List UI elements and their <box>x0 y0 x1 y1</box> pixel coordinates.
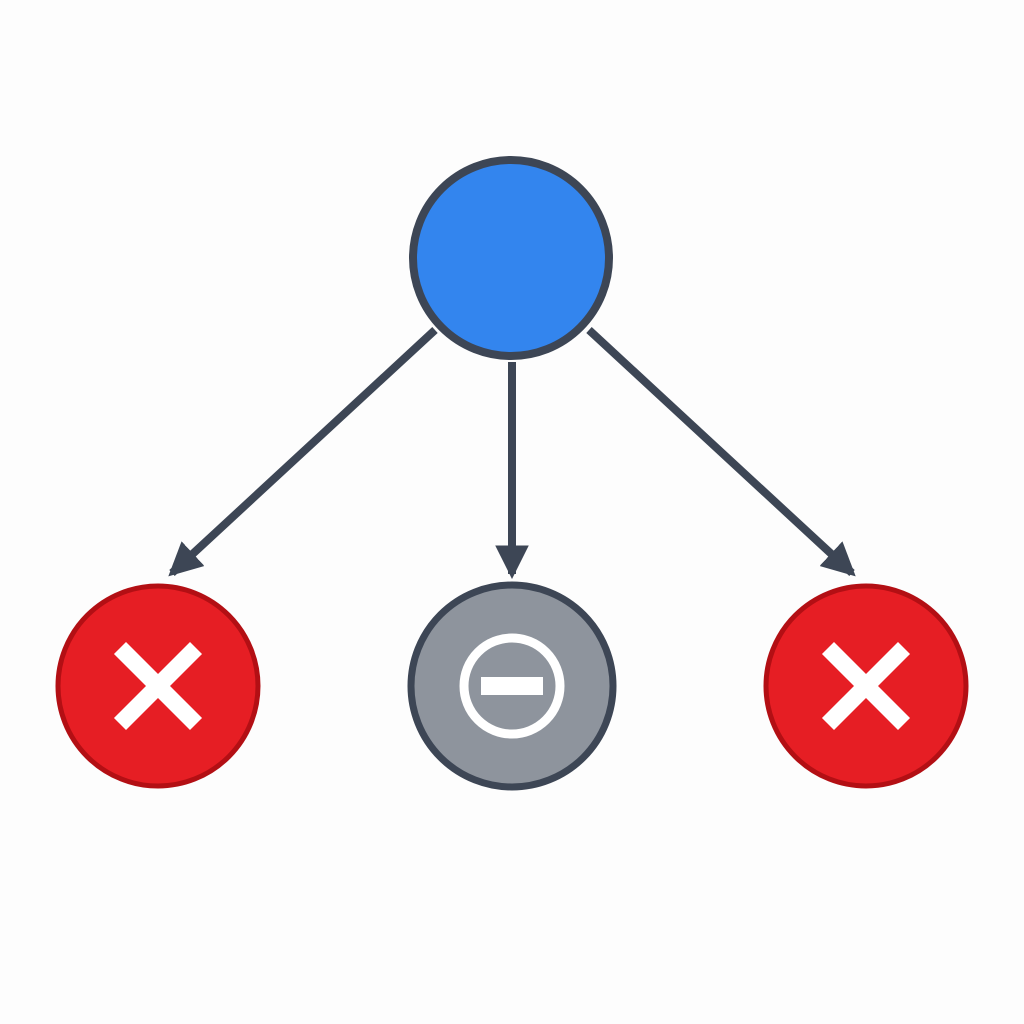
edge-root-to-left <box>168 327 438 577</box>
child-node-left-failed[interactable] <box>55 583 261 789</box>
child-node-right-failed[interactable] <box>763 583 969 789</box>
root-node[interactable] <box>409 156 613 360</box>
edge-root-to-right <box>586 327 856 577</box>
x-mark-icon <box>821 641 911 731</box>
x-mark-icon <box>113 641 203 731</box>
child-node-middle-skipped[interactable] <box>407 581 617 791</box>
minus-circle-icon <box>459 633 565 739</box>
